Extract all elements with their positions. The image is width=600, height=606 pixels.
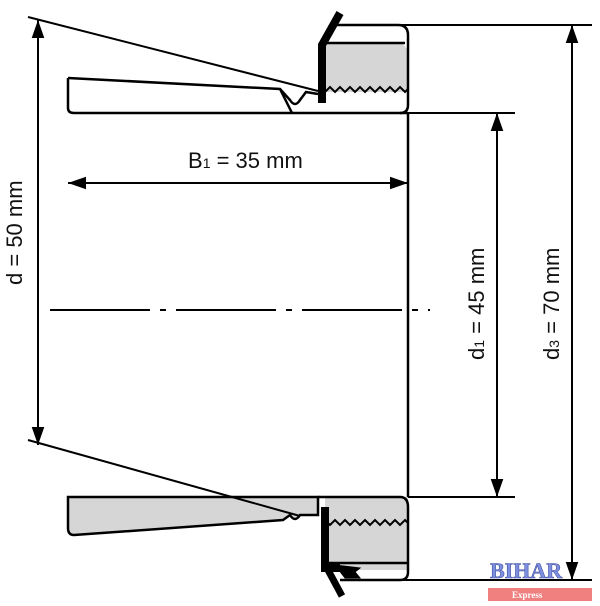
lock-washer-bottom xyxy=(321,507,340,572)
label-d3: d3 = 70 mm xyxy=(539,248,564,360)
taper-line-top xyxy=(27,16,319,92)
taper-line-bottom xyxy=(27,439,301,517)
watermark-line1: BIHAR xyxy=(490,558,563,583)
label-d: d = 50 mm xyxy=(2,180,27,285)
watermark-line2: Express xyxy=(512,590,543,600)
thread-bottom xyxy=(324,518,409,527)
sleeve-bottom-section xyxy=(66,495,320,537)
label-b1: B1 = 35 mm xyxy=(188,148,303,173)
sleeve-top-section xyxy=(66,76,408,115)
nut-bottom xyxy=(325,497,408,570)
nut-top xyxy=(325,43,408,92)
lock-washer-top xyxy=(318,11,344,103)
watermark-logo: BIHAR Express xyxy=(488,558,592,601)
lock-washer-tab-bottom xyxy=(324,568,346,598)
washer-lug xyxy=(333,564,362,579)
thread-top xyxy=(324,85,409,94)
label-d1: d1 = 45 mm xyxy=(464,248,489,360)
